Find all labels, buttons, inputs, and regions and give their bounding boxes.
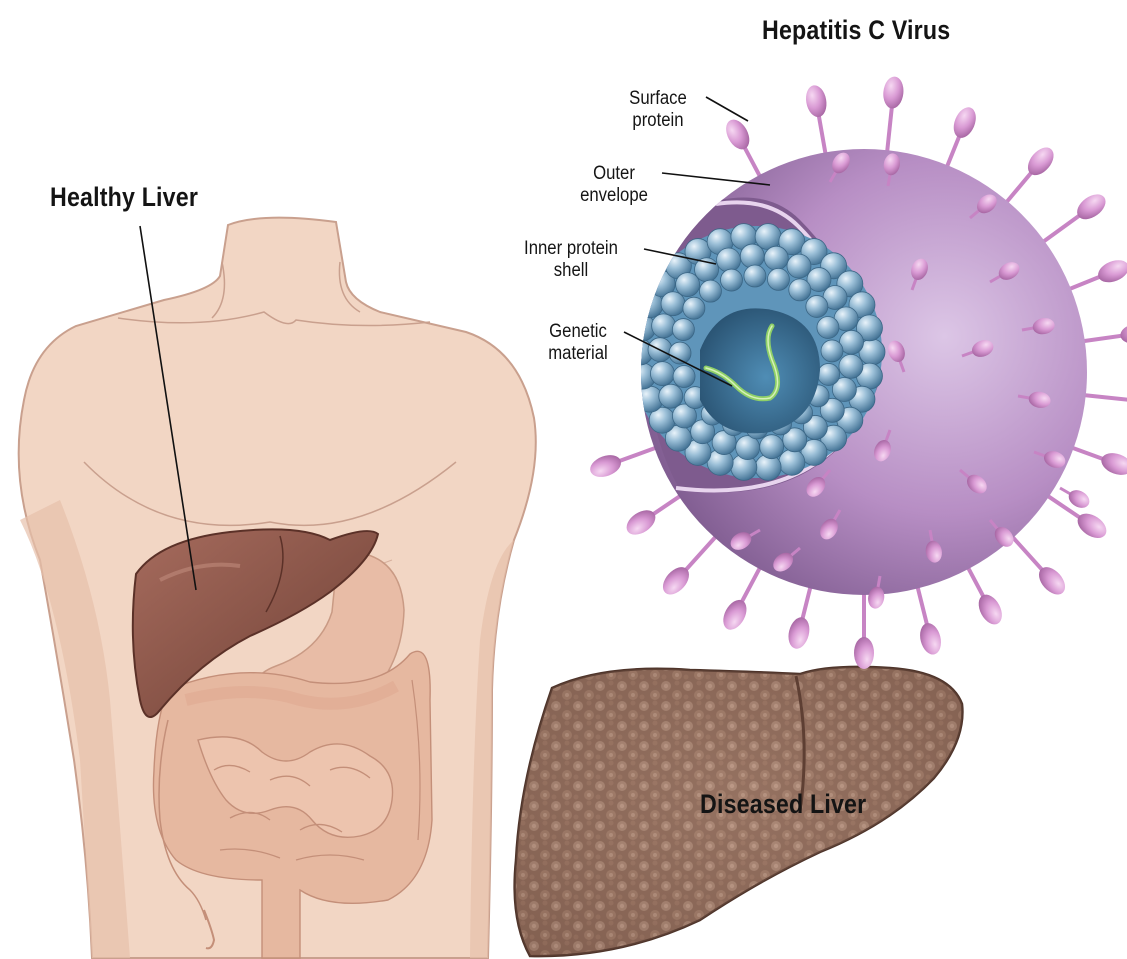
protein-bead — [720, 269, 742, 291]
spike-head — [785, 615, 812, 651]
protein-bead — [650, 362, 674, 386]
spike-head — [1066, 487, 1093, 512]
spike-head — [974, 591, 1007, 629]
spike-head — [719, 596, 752, 634]
human-torso — [19, 218, 536, 958]
protein-bead — [764, 246, 788, 270]
spike-head — [1098, 449, 1127, 479]
spike-stalk — [1081, 334, 1127, 342]
spike-head — [950, 104, 981, 141]
spike-head — [1095, 256, 1127, 287]
leader-surface-protein — [706, 97, 748, 121]
outer-envelope-label: Outer envelope — [572, 163, 656, 207]
spike-head — [622, 505, 660, 539]
inner-protein-shell-line-1: Inner protein — [507, 238, 635, 260]
protein-bead — [740, 244, 764, 268]
protein-bead — [683, 297, 705, 319]
spike-head — [917, 621, 944, 657]
protein-bead — [673, 366, 695, 388]
outer-envelope-line-1: Outer — [572, 163, 656, 185]
protein-bead — [789, 279, 811, 301]
virus-title: Hepatitis C Virus — [762, 15, 950, 46]
protein-bead — [767, 268, 789, 290]
spike-stalk — [1082, 395, 1127, 401]
surface-protein-line-1: Surface — [618, 88, 699, 110]
protein-bead — [659, 384, 683, 408]
protein-bead — [821, 340, 843, 362]
spike-head — [721, 116, 754, 154]
protein-bead — [744, 265, 766, 287]
genetic-material-label: Genetic material — [536, 321, 620, 365]
spike-head — [854, 637, 874, 669]
protein-bead — [817, 316, 839, 338]
spike-head — [587, 451, 624, 481]
protein-bead — [806, 295, 828, 317]
diseased-liver-title: Diseased Liver — [700, 789, 866, 820]
protein-bead — [839, 354, 863, 378]
protein-bead — [818, 363, 840, 385]
genetic-material-line-1: Genetic — [536, 321, 620, 343]
protein-bead — [787, 254, 811, 278]
inner-protein-shell-line-2: shell — [507, 260, 635, 282]
protein-bead — [652, 314, 676, 338]
inner-protein-shell-label: Inner protein shell — [507, 238, 635, 282]
spike-head — [804, 84, 829, 119]
genetic-material-line-2: material — [536, 343, 620, 365]
protein-bead — [699, 280, 721, 302]
protein-bead — [779, 449, 805, 475]
spike-head — [1073, 189, 1111, 224]
healthy-liver-title: Healthy Liver — [50, 182, 198, 213]
protein-bead — [760, 435, 784, 459]
surface-protein-label: Surface protein — [618, 88, 699, 132]
protein-bead — [717, 248, 741, 272]
hepatitis-c-virus — [587, 76, 1127, 669]
outer-envelope-line-2: envelope — [572, 185, 656, 207]
spike-head — [1073, 509, 1111, 543]
spike-head — [1119, 322, 1127, 346]
protein-bead — [672, 319, 694, 341]
spike-head — [882, 76, 905, 110]
surface-protein-line-2: protein — [618, 110, 699, 132]
